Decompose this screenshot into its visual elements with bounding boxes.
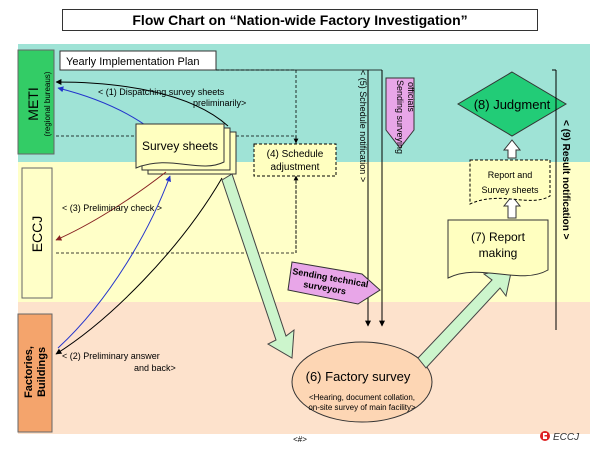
report-sheets-line2: Survey sheets bbox=[481, 185, 539, 195]
step1-line1: < (1) Dispatching survey sheets bbox=[98, 87, 225, 97]
step3-label: < (3) Preliminary check > bbox=[62, 203, 162, 213]
eccj-logo: ECCJ bbox=[540, 431, 580, 443]
step2-line2: and back> bbox=[134, 363, 176, 373]
schedule-adjustment-box bbox=[253, 143, 337, 177]
logo-mark-icon bbox=[540, 431, 550, 441]
step7-line2: making bbox=[479, 246, 518, 260]
yearly-plan-box bbox=[59, 50, 217, 71]
lane-label-eccj: ECCJ bbox=[21, 167, 53, 299]
hollow-arrow-up-lower bbox=[502, 195, 522, 219]
logo-text: ECCJ bbox=[553, 432, 580, 443]
arrow-answer-black bbox=[55, 177, 223, 355]
step2-line1: < (2) Preliminary answer bbox=[62, 351, 160, 361]
yearly-plan-label: Yearly Implementation Plan bbox=[66, 56, 200, 68]
arrow-answer-blue bbox=[57, 175, 171, 349]
step6-line2: on-site survey of main facility> bbox=[308, 403, 416, 412]
step1-line2: preliminarily> bbox=[193, 98, 246, 108]
judgment-diamond bbox=[457, 71, 567, 137]
report-making-box bbox=[447, 219, 549, 279]
step5-label: < (5) Schedule notification > bbox=[358, 70, 368, 182]
step6-line1: <Hearing, document collation, bbox=[309, 393, 415, 402]
footer-page-marker: <#> bbox=[293, 435, 307, 444]
lane-meti-text: METI bbox=[25, 87, 41, 120]
factory-survey-oval bbox=[291, 341, 433, 423]
step4-line1: (4) Schedule bbox=[267, 149, 324, 160]
lane-factories-text: Factories, bbox=[23, 346, 35, 398]
lane-buildings-text: Buildings bbox=[36, 347, 48, 397]
green-arrow-to-survey bbox=[221, 173, 295, 359]
hollow-arrow-up-upper bbox=[502, 139, 522, 159]
step7-line1: (7) Report bbox=[471, 230, 526, 244]
report-sheets-line1: Report and bbox=[488, 170, 533, 180]
step9-label: < (9) Result notification > bbox=[560, 120, 571, 240]
lane-label-factories: Factories, Buildings bbox=[17, 313, 53, 433]
arrow-preliminary-check bbox=[55, 171, 167, 241]
survey-sheets-label: Survey sheets bbox=[142, 139, 218, 153]
step8-label: (8) Judgment bbox=[474, 97, 551, 112]
lane-eccj-text: ECCJ bbox=[29, 216, 45, 253]
lane-meti-sub-text: (regional bureaus) bbox=[43, 71, 52, 136]
lane-label-meti: METI (regional bureaus) bbox=[17, 49, 55, 155]
slide-title: Flow Chart on “Nation-wide Factory Inves… bbox=[62, 9, 538, 31]
sending-technical-arrow bbox=[287, 261, 381, 305]
step4-line2: adjustment bbox=[271, 162, 320, 173]
step6-title: (6) Factory survey bbox=[306, 369, 411, 384]
sending-officials-arrow bbox=[385, 77, 415, 149]
report-sheets-box bbox=[469, 159, 551, 205]
sending-officials-line1: Sending surveying bbox=[395, 80, 405, 154]
survey-sheets-stack: Survey sheets bbox=[135, 123, 237, 175]
arrow-dispatch bbox=[55, 79, 229, 127]
sending-officials-line2: officials bbox=[406, 82, 416, 112]
